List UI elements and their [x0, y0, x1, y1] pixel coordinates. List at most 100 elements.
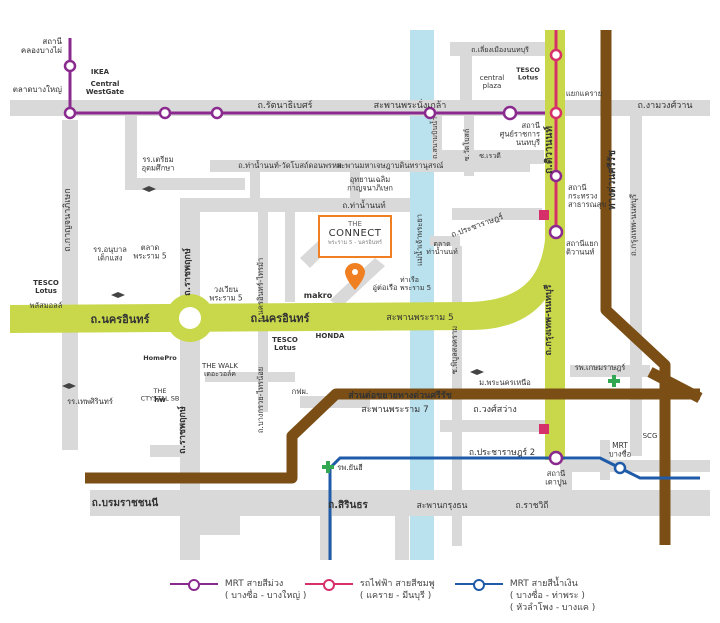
label-honda: HONDA: [316, 332, 345, 340]
label-lotus-plus: พลัสมอลล์: [30, 301, 63, 310]
legend-pink-swatch: [305, 578, 353, 591]
location-pin-icon: [345, 263, 365, 290]
connect-title-main: CONNECT: [328, 228, 382, 239]
label-kamphaengphet-expressway: ทางด่วนศรีรัช: [606, 150, 618, 210]
label-station-ministry-commerce: สถานีศูนย์ราชการนนทบุรี: [500, 121, 540, 147]
label-maha-chesadabodin-bridge: สะพานมหาเจษฎาบดินทรานุสรณ์: [337, 161, 444, 170]
label-talad-bang-yai: ตลาดบางใหญ่: [13, 85, 62, 94]
label-yaek-khae-rai: แยกแคราย: [566, 89, 602, 98]
label-wong-sawang-rd: ถ.วงศ์สว่าง: [473, 403, 516, 415]
label-pier-phra-ram-5: ท่าเรือพระราม 5: [400, 276, 431, 292]
label-rr-triam: รร.เตรียมอุดมศึกษา: [142, 155, 175, 173]
legend-purple-name: MRT สายสีม่วง: [224, 579, 284, 589]
legend-blue-swatch: [455, 578, 503, 591]
label-chao-phraya-river: แม่น้ำเจ้าพระยา: [414, 214, 424, 266]
label-rr-anuban: รร.อนุบาลเด็กแสง: [93, 245, 127, 263]
label-borommaratchachonnani-rd: ถ.บรมราชชนนี: [92, 497, 159, 509]
label-krung-thon-bridge: สะพานกรุงธน: [417, 501, 468, 511]
label-sanam-bin-nam: ถ.สนามบินน้ำ: [428, 117, 439, 159]
label-thai-phat-rd: ถ.ท่าน้ำนนท์-วัดโบสถ์ดอนพรหม: [238, 160, 342, 170]
label-phra-ram-5-bridge: สะพานพระราม 5: [386, 313, 453, 323]
expressway-ext: [647, 367, 703, 403]
expressway-sign-icon-2: [539, 424, 549, 434]
label-si-rat-expressway-ext: ส่วนต่อขยายทางด่วนศรีรัช: [348, 390, 452, 401]
label-rattanathibet-rd: ถ.รัตนาธิเบศร์: [257, 99, 312, 111]
label-ngamwongwan-rd: ถ.งามวงศ์วาน: [637, 99, 692, 111]
label-home-pro: HomePro: [143, 354, 177, 362]
label-station-ministry-health: สถานีกระทรวงสาธารณสุข: [568, 183, 606, 209]
label-rr-phra-nakhon-nuea: ม.พระนครเหนือ: [479, 378, 531, 387]
label-talad-phra-ram-5: ตลาดพระราม 5: [133, 243, 167, 261]
label-hosp-yanhee: รพ.ยันฮี: [337, 463, 362, 472]
label-kfph: กฟผ.: [292, 387, 309, 396]
label-kasem-rat-hospital: รพ.เกษมราษฎร์: [575, 363, 626, 372]
label-nakhon-in-rd-mid: ถ.นครอินทร์: [251, 312, 310, 325]
label-nakhon-in-rd-left: ถ.นครอินทร์: [91, 313, 150, 326]
label-krung-thep-nonthaburi-rd: ถ.กรุงเทพ-นนทบุรี: [543, 284, 554, 355]
label-makro: makro: [304, 291, 333, 300]
label-station-khlong-bang-phai: สถานีคลองบางไผ่: [21, 37, 63, 55]
label-sirindhorn-rd: ถ.สิรินธร: [328, 499, 368, 511]
label-soi-wat-bot: ซ.วัดโบสถ์: [462, 129, 471, 161]
label-tha-nam-non-rd: ถ.ท่าน้ำนนท์: [342, 199, 385, 210]
label-soi-phibun: ซ.พิบูลสงคราม: [450, 326, 459, 374]
label-doi-tung-cafe: อู่ต่อเรือ: [373, 283, 398, 292]
label-ratchawithi-rd: ถ.ราชวิถี: [516, 500, 549, 511]
label-station-yaek-tiwanon: สถานีแยกติวานนท์: [566, 239, 598, 257]
label-ikea: IKEA: [91, 68, 110, 76]
label-scg: SCG: [643, 432, 658, 440]
mrt-bang-sue-marker: [613, 461, 627, 475]
legend-blue: MRT สายสีน้ำเงิน ( บางซื่อ - ท่าพระ ) ( ห…: [455, 578, 595, 614]
label-station-tao-poon: สถานีเตาปูน: [545, 469, 567, 487]
label-pracharat-2-rd: ถ.ประชาราษฎร์ 2: [469, 447, 535, 458]
label-pracharat-rd: ถ.ประชาราษฎร์: [450, 211, 505, 239]
school-icons: [62, 186, 484, 389]
label-talad-tha-nam-non: ตลาดท่าน้ำนนท์: [426, 240, 458, 256]
label-liang-mueang-rd: ถ.เลี่ยงเมืองนนทบุรี: [471, 45, 529, 54]
label-phra-ram-7-bridge: สะพานพระราม 7: [361, 405, 428, 415]
nakhon-in-road: [10, 240, 565, 333]
label-kanchanaphisek-rd: ถ.กาญจนาภิเษก: [62, 188, 73, 251]
location-pin-dot: [352, 269, 358, 275]
legend-pink: รถไฟฟ้า สายสีชมพู ( แคราย - มีนบุรี ): [305, 578, 435, 602]
station-ministry-commerce-marker: [502, 105, 518, 121]
label-bang-kruai-sai-noi: ถ.บางกรวย-ไทรน้อย: [256, 367, 265, 433]
legend-pink-sub: ( แคราย - มีนบุรี ): [359, 591, 432, 601]
nakhon-in-roundabout-inner: [179, 307, 201, 329]
label-krung-thep-nonthaburi-2: ถ.กรุงเทพ-นนทบุรี: [629, 193, 638, 256]
label-nakhon-in-right: ถ.นครอินทร์-ไทรม้า: [256, 258, 265, 322]
label-uchoomp-rd: ถ.ราชพฤกษ์: [176, 406, 188, 454]
stations: [63, 48, 627, 475]
the-connect-logo: THE CONNECT พระราม 5 - นครอินทร์: [318, 215, 392, 258]
label-wongwian-phra-ram-5: วงเวียนพระราม 5: [209, 285, 243, 303]
label-tiwanon-rd: ถ.ติวานนท์: [543, 126, 555, 174]
label-chalermkanchana-park: อุทยานเฉลิมกาญจนาภิเษก: [347, 175, 393, 193]
station-yaek-tiwanon-marker: [548, 224, 564, 240]
legend-pink-name: รถไฟฟ้า สายสีชมพู: [359, 579, 435, 589]
connect-title-top: THE: [348, 220, 362, 228]
legend-blue-sub: ( บางซื่อ - ท่าพระ ) ( หัวลำโพง - บางแค …: [509, 591, 596, 613]
expressway: [85, 30, 700, 545]
label-ratchaphruek-rd: ถ.ราชพฤกษ์: [181, 248, 193, 296]
legend-purple-sub: ( บางซื่อ - บางใหญ่ ): [224, 591, 307, 601]
connect-subtitle: พระราม 5 - นครอินทร์: [328, 240, 382, 246]
label-phra-nang-klao-bridge: สะพานพระนั่งเกล้า: [374, 98, 447, 111]
label-soi-sarawi: ซ.เรวดี: [479, 152, 501, 160]
legend-blue-name: MRT สายสีน้ำเงิน: [509, 579, 578, 589]
legend-purple-swatch: [170, 578, 218, 591]
station-khlong-bang-phai-marker: [63, 59, 77, 73]
label-hw: hw: [154, 396, 166, 404]
legend-purple: MRT สายสีม่วง ( บางซื่อ - บางใหญ่ ): [170, 578, 306, 602]
station-tao-poon-marker: [548, 450, 564, 466]
